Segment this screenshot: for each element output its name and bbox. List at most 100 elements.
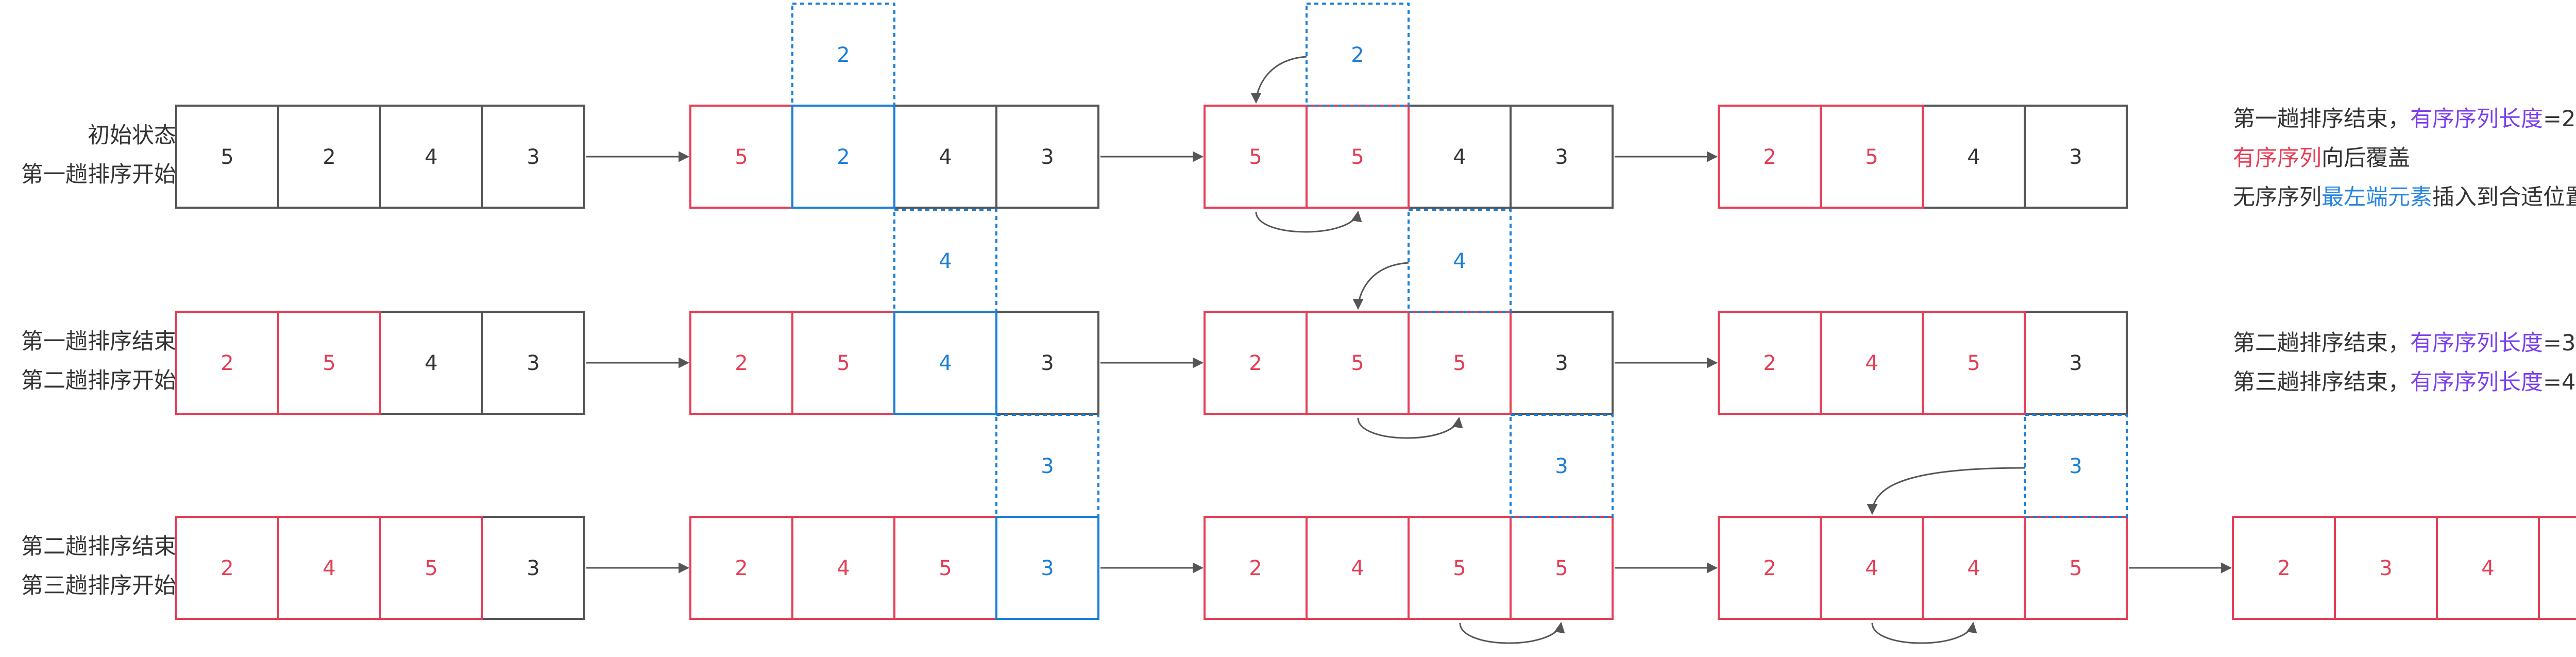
note-fragment: 第一趟排序结束，: [2233, 106, 2410, 132]
note-line: 第三趟排序结束，有序序列长度=4: [2233, 369, 2575, 395]
array-cell: [1204, 105, 1308, 209]
array-cell: [1204, 311, 1308, 415]
cell-value: 5: [1865, 145, 1878, 169]
array-cell: [277, 516, 381, 620]
cell-value: 4: [323, 557, 335, 580]
cell-value: 5: [1453, 351, 1466, 375]
cell-value: 4: [837, 557, 850, 580]
array-cell: [1510, 516, 1614, 620]
array-cell: [175, 105, 279, 209]
shift-arrow: [1357, 416, 1463, 439]
note-fragment: 插入到合适位置: [2432, 184, 2576, 210]
array-cell: [1408, 105, 1512, 209]
note-fragment: 最左端元素: [2321, 184, 2432, 210]
cell-value: 4: [1865, 557, 1878, 580]
row-label: 初始状态: [88, 123, 176, 148]
array-cell: [481, 105, 585, 209]
row-label: 第一趟排序结束: [21, 329, 176, 355]
cell-value: 5: [939, 557, 952, 580]
array-cell: [481, 311, 585, 415]
array-cell: [1820, 516, 1924, 620]
note-line: 有序序列向后覆盖: [2233, 145, 2410, 171]
cell-value: 2: [735, 351, 748, 375]
cell-value: 2: [221, 557, 233, 580]
temp-value: 4: [1453, 249, 1466, 273]
temp-box: [791, 3, 895, 107]
cell-value: 2: [1249, 351, 1262, 375]
cell-value: 4: [1967, 557, 1980, 580]
note-line: 无序序列最左端元素插入到合适位置: [2233, 184, 2576, 210]
cell-value: 4: [425, 145, 437, 169]
array-cell: [1306, 311, 1410, 415]
insert-arrow: [1250, 56, 1307, 104]
insert-arrow: [1867, 467, 2025, 515]
cell-value: 3: [527, 145, 539, 169]
cell-value: 5: [735, 145, 748, 169]
row-label: 第二趟排序结束: [21, 534, 176, 560]
temp-value: 4: [939, 249, 952, 273]
array-cell: [1718, 105, 1822, 209]
note-fragment: 第二趟排序结束，: [2233, 330, 2410, 356]
note-fragment: =3: [2543, 330, 2575, 356]
cell-value: 3: [527, 557, 539, 580]
array-block: 2 4 5 3: [175, 516, 585, 620]
array-cell: [689, 311, 793, 415]
cell-value: 3: [1555, 351, 1568, 375]
array-cell: [995, 311, 1099, 415]
cell-value: 3: [1041, 557, 1054, 580]
cell-value: 5: [323, 351, 335, 375]
note-fragment: 第三趟排序结束，: [2233, 369, 2410, 395]
cell-value: 3: [1041, 351, 1054, 375]
array-cell: [2024, 516, 2128, 620]
temp-value: 3: [1555, 454, 1568, 478]
temp-value: 3: [2069, 454, 2082, 478]
cell-value: 2: [221, 351, 233, 375]
cell-value: 2: [837, 145, 850, 169]
shift-arrow: [1871, 621, 1977, 644]
temp-box: [995, 414, 1099, 518]
array-cell: [1510, 105, 1614, 209]
array-block: 2345: [2232, 516, 2576, 620]
array-cell: [1306, 516, 1410, 620]
shift-arrow: [1459, 621, 1565, 644]
cell-value: 5: [1351, 145, 1364, 169]
temp-box: [2024, 414, 2128, 518]
temp-box: [1306, 3, 1410, 107]
array-cell: [1820, 311, 1924, 415]
array-cell: [175, 311, 279, 415]
cell-value: 4: [425, 351, 437, 375]
array-cell: [2024, 105, 2128, 209]
insert-arrow: [1352, 262, 1409, 310]
cell-value: 2: [1763, 145, 1776, 169]
cell-value: 5: [1555, 557, 1568, 580]
cell-value: 3: [2069, 145, 2082, 169]
cell-value: 5: [1453, 557, 1466, 580]
array-cell: [2538, 516, 2576, 620]
array-cell: [689, 516, 793, 620]
cell-value: 4: [1351, 557, 1364, 580]
temp-value: 3: [1041, 454, 1054, 478]
row-label: 第二趟排序开始: [21, 368, 176, 394]
array-cell: [1306, 105, 1410, 209]
array-cell: [995, 516, 1099, 620]
cell-value: 2: [1763, 351, 1776, 375]
array-cell: [1204, 516, 1308, 620]
shift-arrow: [1255, 210, 1362, 233]
array-cell: [379, 105, 483, 209]
row-label: 第三趟排序开始: [21, 573, 176, 599]
array-cell: [2436, 516, 2540, 620]
cell-value: 3: [2379, 557, 2392, 580]
cell-value: 2: [1249, 557, 1262, 580]
temp-value: 2: [837, 43, 850, 67]
note-line: 第二趟排序结束，有序序列长度=3: [2233, 330, 2575, 356]
cell-value: 5: [425, 557, 437, 580]
